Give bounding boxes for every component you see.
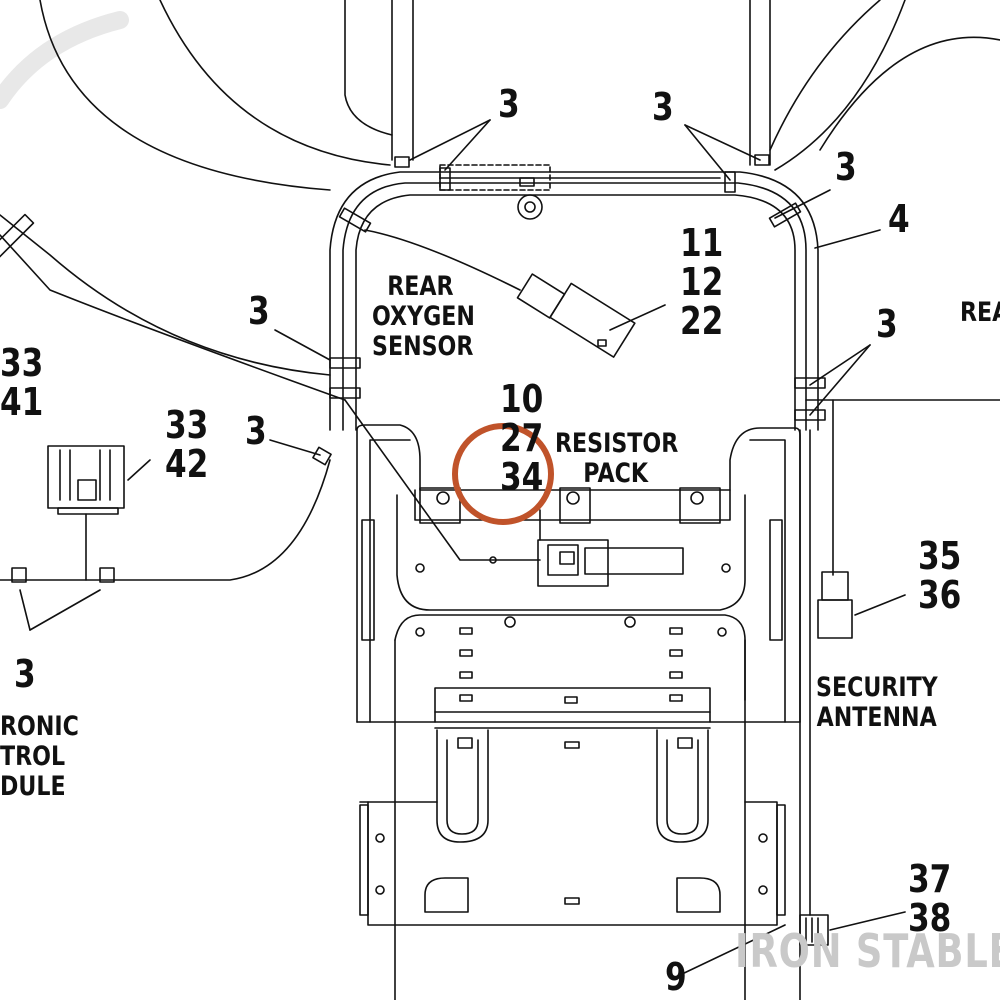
resistor-label-line2: PACK	[583, 458, 649, 489]
highlight-circle	[452, 423, 554, 525]
callout-edge-numbers: 33 41	[0, 344, 43, 422]
security-label-line2: ANTENNA	[816, 702, 937, 733]
callout-37: 37	[908, 857, 952, 901]
callout-38: 38	[908, 896, 952, 940]
resistor-label-line1: RESISTOR	[555, 428, 679, 459]
callout-security-numbers: 35 36	[918, 537, 961, 615]
rear-edge-label: REA	[960, 297, 1000, 328]
callout-10: 10	[500, 377, 544, 421]
callout-36: 36	[918, 573, 962, 617]
resistor-pack-label: RESISTOR PACK	[555, 428, 679, 489]
callout-3-top-left: 3	[498, 82, 520, 126]
rear-o2-label-line1: REAR	[387, 271, 454, 302]
callout-42-ecm: 42	[165, 442, 209, 486]
callout-3-left-lower: 3	[245, 409, 267, 453]
callout-ecm-numbers: 33 42	[165, 406, 208, 484]
callout-4-frame: 4	[888, 197, 910, 241]
callout-33-edge: 33	[0, 341, 44, 385]
watermark-swoosh	[0, 11, 129, 109]
callout-33-ecm: 33	[165, 403, 209, 447]
watermark-text: IRON STABLE	[735, 924, 1000, 978]
callout-22: 22	[680, 299, 724, 343]
callout-3-bottom-left: 3	[14, 652, 36, 696]
callout-3-right: 3	[876, 302, 898, 346]
rear-oxygen-sensor-label: REAR OXYGEN SENSOR	[372, 271, 475, 362]
callout-11: 11	[680, 221, 724, 265]
callout-41-edge: 41	[0, 380, 44, 424]
rear-o2-label-line2: OXYGEN	[372, 301, 475, 332]
callout-3-top-right: 3	[835, 145, 857, 189]
callout-bottom-right-numbers: 37 38	[908, 860, 951, 938]
ecm-label-line2: TROL	[0, 741, 66, 772]
rear-o2-label-line3: SENSOR	[372, 331, 474, 362]
callout-34: 34	[500, 455, 544, 499]
callout-3-top-mid: 3	[652, 85, 674, 129]
callout-resistor-numbers: 10 27 34	[500, 380, 543, 497]
callout-9: 9	[665, 955, 687, 999]
ecm-label-line1: RONIC	[0, 711, 79, 742]
ecm-label-line3: DULE	[0, 771, 66, 802]
callout-35: 35	[918, 534, 962, 578]
security-antenna-label: SECURITY ANTENNA	[816, 672, 938, 733]
callout-rear-o2-numbers: 11 12 22	[680, 224, 723, 341]
ecm-label: RONIC TROL DULE	[0, 712, 79, 802]
callout-27: 27	[500, 416, 544, 460]
security-label-line1: SECURITY	[816, 672, 938, 703]
callout-12: 12	[680, 260, 724, 304]
callout-3-left: 3	[248, 289, 270, 333]
